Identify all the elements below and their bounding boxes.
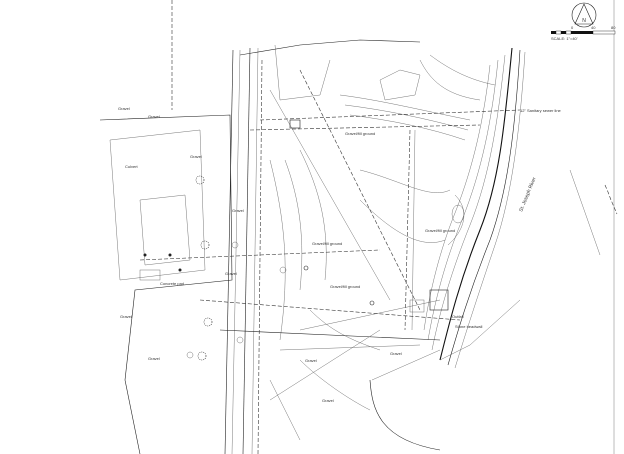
small-label: Gravel [148,114,160,119]
scale-bar: 0 40 80 SCALE: 1"=40' [551,25,616,41]
tree-icon [200,240,210,250]
north-arrow-icon: N [571,2,597,28]
small-label: Gravel [120,314,132,319]
small-label: Gravel [190,154,202,159]
feature-label: Concrete pad [160,281,184,286]
parcel-boundaries [99,39,521,454]
small-label: Gravel [148,356,160,361]
reference-line [569,169,618,256]
scale-tick: 80 [611,25,616,30]
small-label: Gravel [322,398,334,403]
shrub-icon [236,336,244,344]
area-label: Gravel/fill ground [330,284,360,289]
road-corridor [171,0,263,454]
small-label: Gravel [232,208,244,213]
river-label: St. Joseph River [518,176,537,213]
contour-lines [269,54,496,341]
feature-label: 12" Sanitary sewer line [520,108,562,113]
small-label: Gravel [305,358,317,363]
scale-tick: 40 [591,25,596,30]
scale-label: SCALE: 1"=40' [551,36,578,41]
scale-tick: 0 [571,25,574,30]
area-label: Gravel/fill ground [425,228,455,233]
small-label: Gravel [118,106,130,111]
area-label: Gravel/fill ground [312,241,342,246]
tree-icon [203,317,213,327]
north-letter: N [582,18,586,24]
feature-label: Culvert [125,164,139,169]
feature-label: Stone headwall [455,324,482,329]
shrub-icon [186,351,194,359]
small-label: Gravel [225,271,237,276]
lower-boundary-curve [269,309,441,451]
small-label: Gravel [390,351,402,356]
tree-icon [197,351,207,361]
feature-label: Outfall [452,314,464,319]
area-label: Gravel/fill ground [345,131,375,136]
river-bank-lines [423,47,526,369]
tree-icon [195,175,205,185]
shrub-icon [231,241,239,249]
structure-details [139,119,449,313]
shrub-icon [279,266,287,274]
